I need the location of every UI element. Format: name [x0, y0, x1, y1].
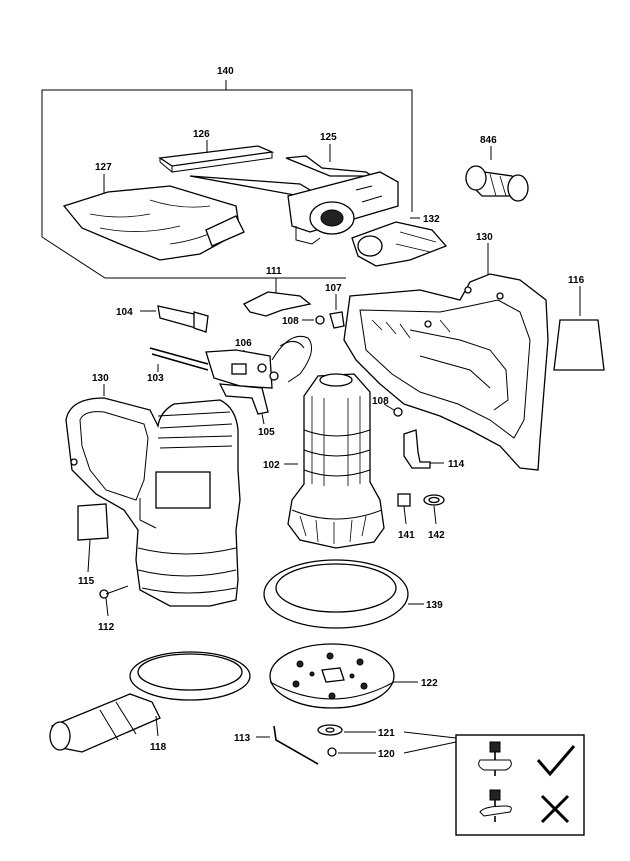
part-139-ring [263, 559, 424, 629]
label-118: 118 [150, 742, 167, 753]
part-113-hex-key [256, 725, 319, 765]
label-126: 126 [193, 129, 210, 140]
label-846: 846 [480, 135, 497, 146]
part-121-washer [317, 724, 376, 736]
label-114: 114 [448, 459, 465, 470]
part-115-label [77, 503, 109, 573]
label-130-top: 130 [476, 232, 493, 243]
part-142-spring [423, 494, 445, 525]
assembly-legend-box [455, 734, 585, 836]
part-111-actuator [243, 278, 312, 317]
label-105: 105 [258, 427, 275, 438]
label-108-lower: 108 [372, 396, 389, 407]
label-107: 107 [325, 283, 342, 294]
part-120-screw [327, 747, 376, 757]
part-118-handle [49, 651, 251, 753]
label-113: 113 [234, 733, 251, 744]
part-130-left-housing [65, 384, 241, 607]
part-122-pad [269, 643, 418, 709]
label-142: 142 [428, 530, 445, 541]
part-846-tube [465, 146, 529, 202]
part-108-screw-upper [302, 315, 325, 325]
label-111: 111 [266, 266, 282, 277]
label-106: 106 [235, 338, 252, 349]
part-127-dust-bag [62, 174, 245, 261]
screw-washer-incorrect [479, 789, 512, 822]
label-103: 103 [147, 373, 164, 384]
label-140: 140 [217, 66, 234, 77]
part-108-screw-lower [383, 403, 403, 417]
part-141-brush [397, 493, 411, 525]
label-127: 127 [95, 162, 112, 173]
label-139: 139 [426, 600, 443, 611]
part-107-clip [329, 294, 345, 329]
check-icon [536, 745, 576, 777]
part-116-label [553, 286, 605, 371]
part-104-strain-relief [140, 305, 209, 333]
label-125: 125 [320, 132, 337, 143]
part-106-switch [205, 335, 313, 389]
label-130-left: 130 [92, 373, 109, 384]
label-108-upper: 108 [282, 316, 299, 327]
part-125-adaptor [189, 144, 399, 245]
label-120: 120 [378, 749, 395, 760]
part-126-strip [158, 140, 275, 173]
label-112: 112 [98, 622, 115, 633]
label-121: 121 [378, 728, 395, 739]
part-130-right-housing [343, 243, 549, 471]
part-102-motor [284, 373, 385, 549]
part-105-bracket [218, 383, 269, 425]
kit-bracket-140 [41, 80, 413, 279]
label-141: 141 [398, 530, 415, 541]
label-132: 132 [423, 214, 440, 225]
part-132-nozzle [351, 217, 448, 267]
label-116: 116 [568, 275, 585, 286]
label-104: 104 [116, 307, 133, 318]
label-102: 102 [263, 460, 280, 471]
label-122: 122 [421, 678, 438, 689]
label-115: 115 [78, 576, 95, 587]
cross-icon [540, 794, 570, 824]
part-114-brush [403, 429, 444, 469]
screw-washer-correct [478, 741, 512, 776]
part-112-screw [99, 585, 129, 617]
part-103-cord [149, 347, 209, 372]
